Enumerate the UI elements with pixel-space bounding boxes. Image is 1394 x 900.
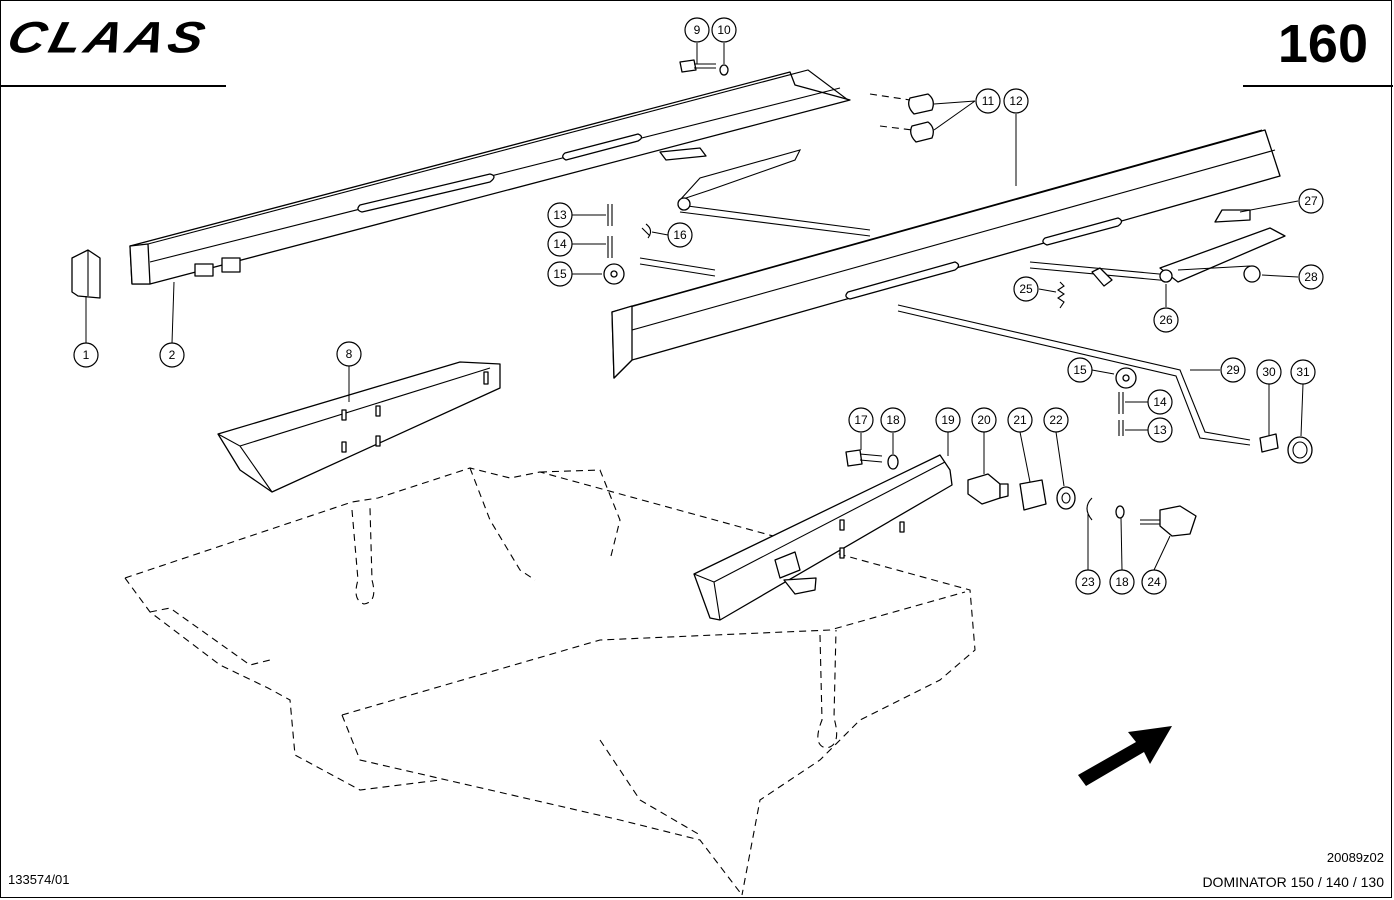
svg-text:25: 25: [1019, 282, 1033, 296]
part-1-bracket: [71, 249, 101, 299]
callout-1: 1: [73, 342, 99, 368]
svg-text:12: 12: [1009, 94, 1023, 108]
document-number: 133574/01: [8, 872, 70, 887]
callout-15: 15: [547, 261, 573, 287]
callout-28: 28: [1298, 264, 1324, 290]
callout-22: 22: [1043, 407, 1069, 433]
callout-9: 9: [684, 17, 710, 43]
callout-14-lower: 14: [1147, 389, 1173, 415]
callout-19: 19: [935, 407, 961, 433]
direction-arrow: [1078, 726, 1172, 786]
svg-text:23: 23: [1081, 575, 1095, 589]
svg-text:21: 21: [1013, 413, 1027, 427]
svg-text:13: 13: [553, 208, 567, 222]
svg-text:28: 28: [1304, 270, 1318, 284]
svg-text:2: 2: [169, 348, 176, 362]
callout-10: 10: [711, 17, 737, 43]
svg-text:18: 18: [886, 413, 900, 427]
callout-13-lower: 13: [1147, 417, 1173, 443]
cross-shaft-assembly: [639, 149, 1286, 446]
svg-text:26: 26: [1159, 313, 1173, 327]
callout-11: 11: [975, 88, 1001, 114]
part-2-angle-rail: [129, 69, 851, 285]
dashed-tank-outline: [124, 467, 976, 896]
callout-17: 17: [848, 407, 874, 433]
callout-29: 29: [1220, 357, 1246, 383]
svg-text:30: 30: [1262, 365, 1276, 379]
svg-text:22: 22: [1049, 413, 1063, 427]
callout-8: 8: [336, 341, 362, 367]
svg-text:10: 10: [717, 23, 731, 37]
svg-text:14: 14: [1153, 395, 1167, 409]
svg-text:14: 14: [553, 237, 567, 251]
callout-27: 27: [1298, 188, 1324, 214]
svg-text:1: 1: [83, 348, 90, 362]
callout-25: 25: [1013, 276, 1039, 302]
drawing-code: 20089z02: [1326, 850, 1384, 865]
callout-26: 26: [1153, 307, 1179, 333]
callout-23: 23: [1075, 569, 1101, 595]
svg-text:15: 15: [1073, 363, 1087, 377]
svg-text:17: 17: [854, 413, 868, 427]
svg-text:19: 19: [941, 413, 955, 427]
svg-text:13: 13: [1153, 423, 1167, 437]
callout-18-lower: 18: [1109, 569, 1135, 595]
svg-text:31: 31: [1296, 365, 1310, 379]
svg-text:11: 11: [982, 94, 995, 108]
callout-20: 20: [971, 407, 997, 433]
svg-text:27: 27: [1304, 194, 1318, 208]
callout-18: 18: [880, 407, 906, 433]
svg-text:16: 16: [673, 228, 687, 242]
callout-2: 2: [159, 342, 185, 368]
callout-24: 24: [1141, 569, 1167, 595]
part-19-plate: [693, 454, 953, 621]
page-number: 160: [1277, 14, 1368, 74]
callout-30: 30: [1256, 359, 1282, 385]
svg-text:20: 20: [977, 413, 991, 427]
callout-leaders: [85, 43, 1304, 571]
part-12-angle-rail: [611, 129, 1281, 379]
svg-text:18: 18: [1115, 575, 1129, 589]
hardware-parts: [603, 59, 1313, 537]
svg-text:15: 15: [553, 267, 567, 281]
callout-15-lower: 15: [1067, 357, 1093, 383]
callout-12: 12: [1003, 88, 1029, 114]
callout-21: 21: [1007, 407, 1033, 433]
header-rule-left: [0, 85, 226, 87]
part-8-plate: [217, 361, 501, 493]
svg-text:9: 9: [694, 23, 701, 37]
svg-text:29: 29: [1226, 363, 1240, 377]
svg-text:24: 24: [1147, 575, 1161, 589]
callout-16: 16: [667, 222, 693, 248]
callout-13: 13: [547, 202, 573, 228]
model-line: DOMINATOR 150 / 140 / 130: [1202, 874, 1384, 890]
callout-14: 14: [547, 231, 573, 257]
svg-text:8: 8: [346, 347, 353, 361]
callout-31: 31: [1290, 359, 1316, 385]
header-rule-right: [1243, 85, 1393, 87]
